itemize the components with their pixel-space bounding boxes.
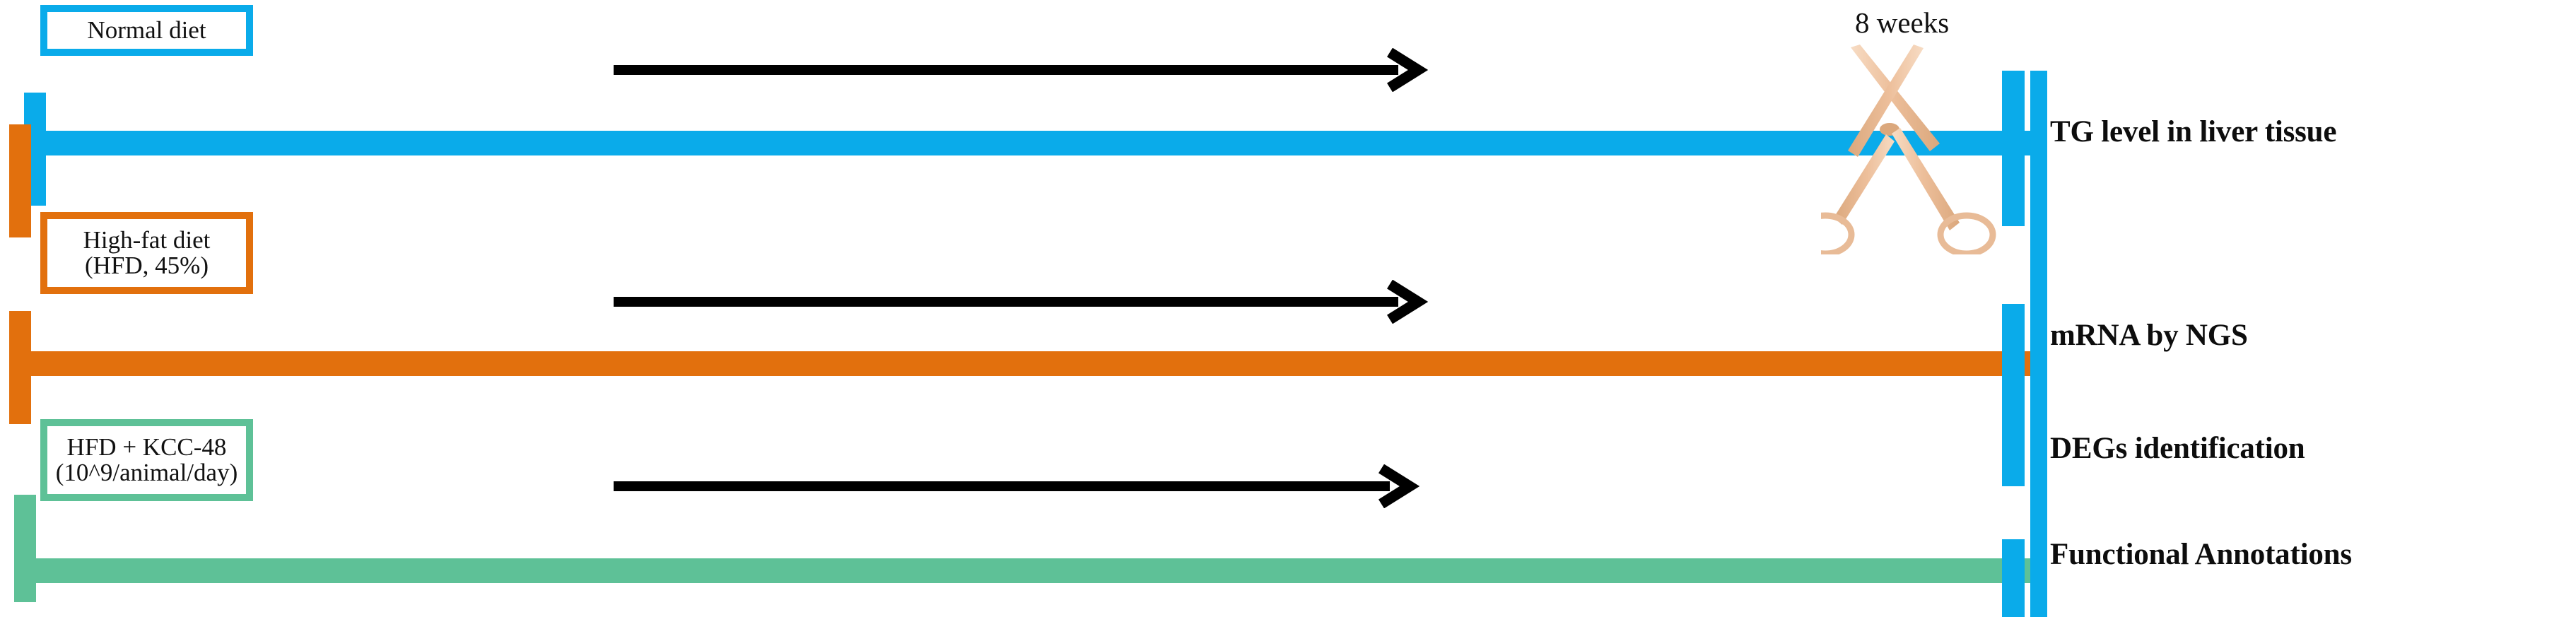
timeline-bar-high-fat-diet: [9, 351, 2047, 376]
right-arrow-icon-high-fat-diet: [614, 280, 1428, 324]
diet-box-line: HFD + KCC-48: [66, 433, 227, 462]
timeline-endpoint-bar-segment-3: [2002, 539, 2025, 617]
timeline-start-tick-high-fat-diet-2: [9, 311, 31, 424]
timeline-endpoint-bar-segment-2: [2002, 304, 2025, 486]
outcome-label-mrna-ngs: mRNA by NGS: [2050, 319, 2248, 352]
timeline-endpoint-bar-outer: [2030, 71, 2047, 617]
outcome-label-degs: DEGs identification: [2050, 432, 2305, 465]
duration-label: 8 weeks: [1855, 6, 1950, 39]
timeline-start-tick-hfd-kcc48: [14, 495, 36, 602]
diet-box-line: Normal diet: [87, 16, 206, 45]
diet-box-line: High-fat diet: [83, 226, 211, 254]
diet-box-line: (HFD, 45%): [85, 252, 209, 279]
outcome-label-functional-annotations: Functional Annotations: [2050, 538, 2352, 571]
diet-box-line: (10^9/animal/day): [55, 459, 238, 486]
right-arrow-icon-hfd-kcc48: [614, 464, 1419, 508]
timeline-bar-hfd-kcc48: [14, 558, 2047, 583]
outcome-label-tg-level: TG level in liver tissue: [2050, 115, 2337, 148]
diet-box-high-fat-diet: High-fat diet (HFD, 45%): [40, 212, 253, 294]
timeline-bar-normal-diet: [24, 131, 2047, 155]
timeline-start-tick-high-fat-diet: [9, 124, 31, 237]
timeline-endpoint-bar-segment-1: [2002, 71, 2025, 226]
diet-box-hfd-kcc48: HFD + KCC-48 (10^9/animal/day): [40, 419, 253, 501]
diet-box-normal-diet: Normal diet: [40, 5, 253, 56]
right-arrow-icon-normal-diet: [614, 48, 1428, 92]
